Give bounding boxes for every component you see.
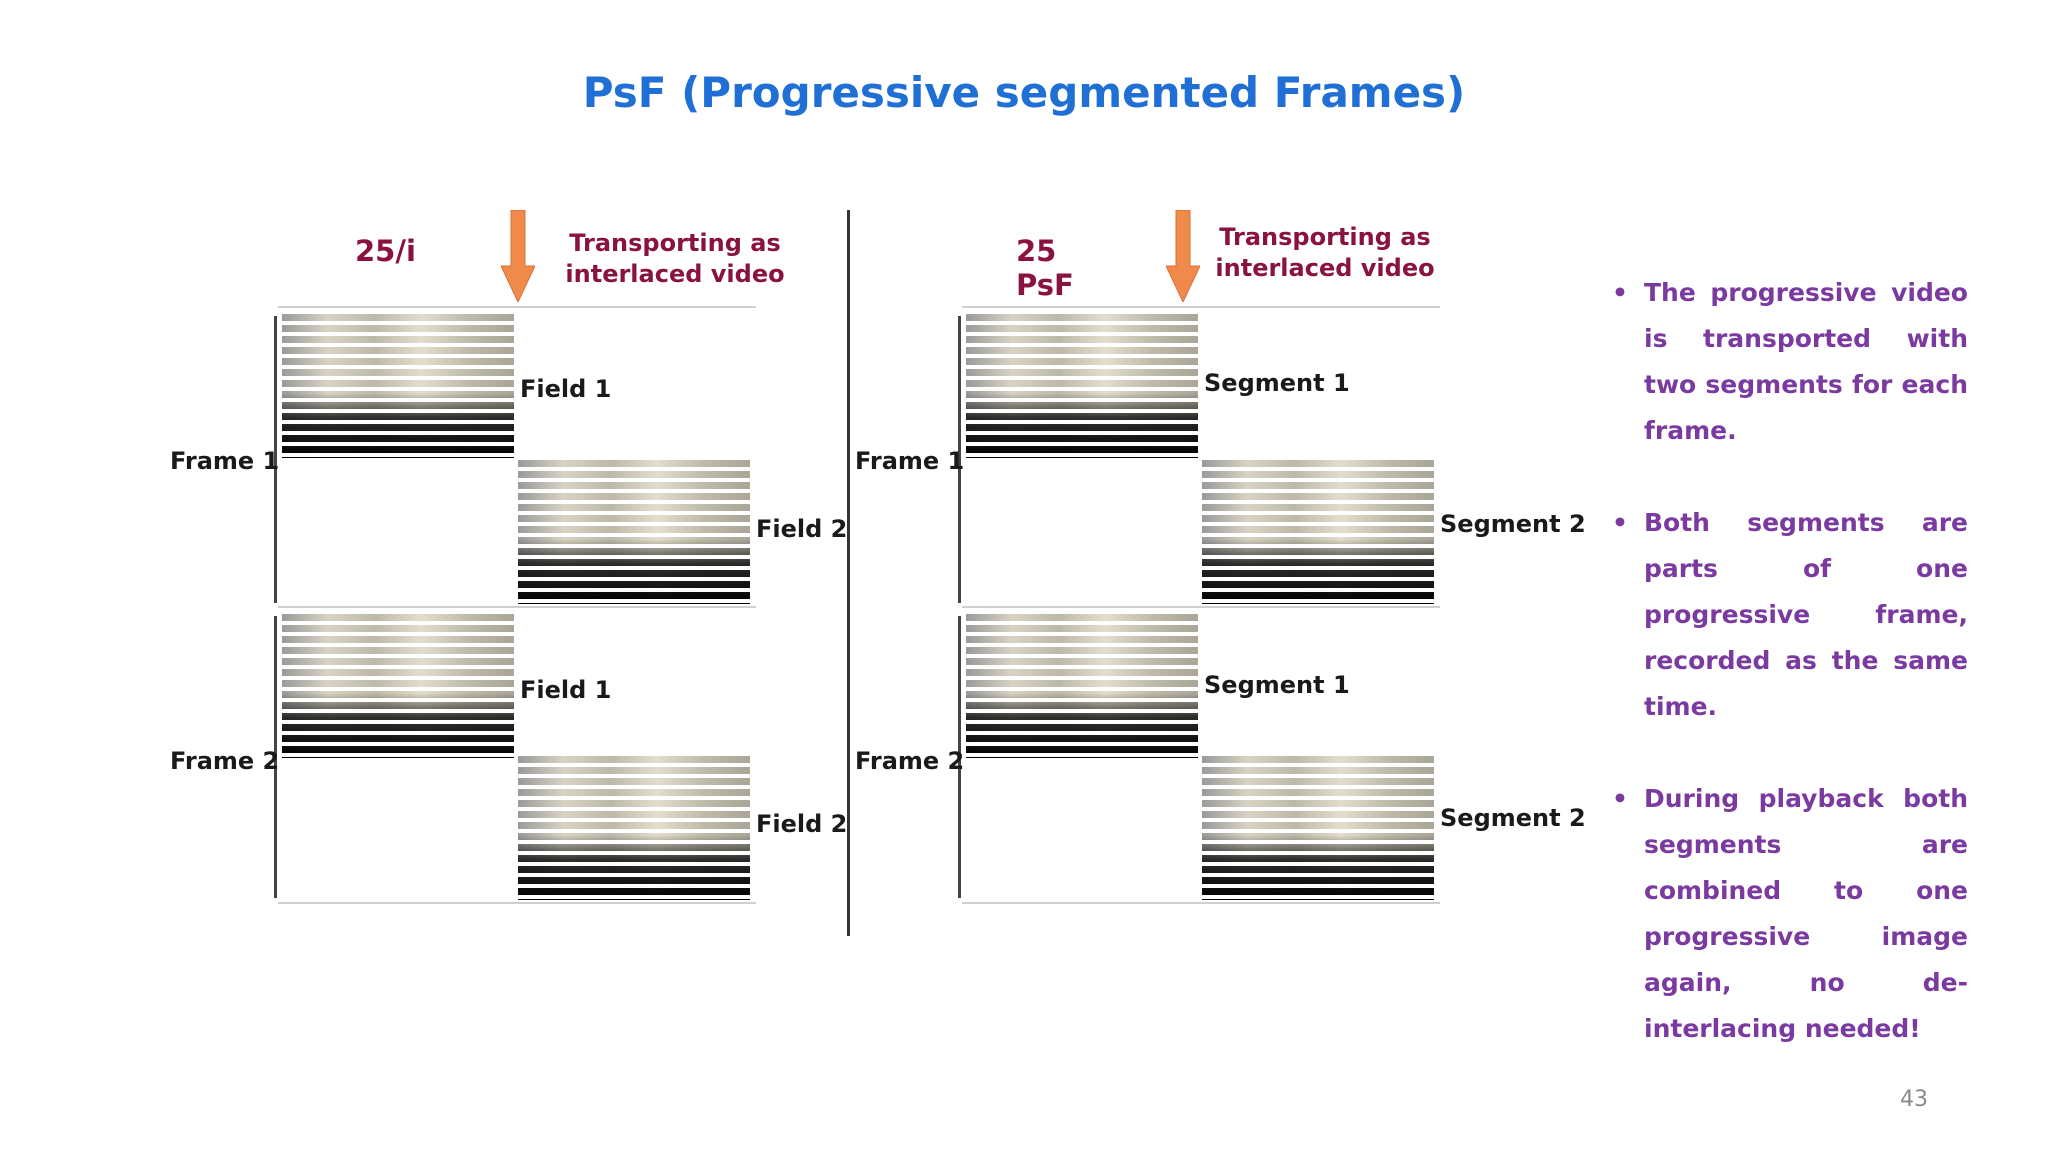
page-number: 43 [1900, 1087, 1928, 1112]
frame-bracket [958, 316, 961, 603]
slide-title: PsF (Progressive segmented Frames) [582, 68, 1466, 117]
segment-image [1202, 460, 1434, 604]
segment-label: Segment 1 [1204, 671, 1350, 699]
bullet-item: • The progressive video is transported w… [1612, 270, 1968, 454]
bullet-item: • During playback both segments are comb… [1612, 776, 1968, 1052]
field-label: Field 2 [756, 810, 848, 838]
bullet-text: Both segments are parts of one progressi… [1644, 508, 1968, 721]
frame-label: Frame 2 [170, 747, 280, 775]
transport-label: Transporting as interlaced video [1215, 223, 1435, 282]
field-label: Field 1 [520, 676, 612, 704]
segment-label: Segment 1 [1204, 369, 1350, 397]
segment-image [1202, 756, 1434, 900]
frame-bracket [274, 316, 277, 603]
bullet-item: • Both segments are parts of one progres… [1612, 500, 1968, 730]
field-image [282, 614, 514, 758]
field-image [518, 756, 750, 900]
segment-label: Segment 2 [1440, 510, 1586, 538]
segment-label: Segment 2 [1440, 804, 1586, 832]
top-divider-line [962, 306, 1440, 308]
bullet-text: The progressive video is transported wit… [1644, 278, 1968, 445]
field-image [282, 314, 514, 458]
frame-label: Frame 1 [855, 447, 965, 475]
top-divider-line [278, 306, 756, 308]
rate-label: 25 PsF [1016, 234, 1074, 302]
frame-label: Frame 1 [170, 447, 280, 475]
transport-label: Transporting as interlaced video [565, 229, 785, 288]
bullet-text: During playback both segments are combin… [1644, 784, 1968, 1043]
down-arrow-icon [1166, 210, 1200, 302]
center-divider [847, 210, 850, 936]
down-arrow-icon [501, 210, 535, 302]
frame-separator-line [278, 606, 756, 608]
segment-image [966, 314, 1198, 458]
field-label: Field 2 [756, 515, 848, 543]
frame-bracket [274, 616, 277, 898]
frame-separator-line [962, 606, 1440, 608]
bullet-dot-icon: • [1612, 784, 1628, 813]
bottom-divider-line [278, 902, 756, 904]
frame-label: Frame 2 [855, 747, 965, 775]
bullet-list: • The progressive video is transported w… [1612, 270, 1968, 1098]
bullet-dot-icon: • [1612, 508, 1628, 537]
rate-label: 25/i [355, 234, 416, 268]
bottom-divider-line [962, 902, 1440, 904]
field-label: Field 1 [520, 375, 612, 403]
field-image [518, 460, 750, 604]
bullet-dot-icon: • [1612, 278, 1628, 307]
frame-bracket [958, 616, 961, 898]
segment-image [966, 614, 1198, 758]
